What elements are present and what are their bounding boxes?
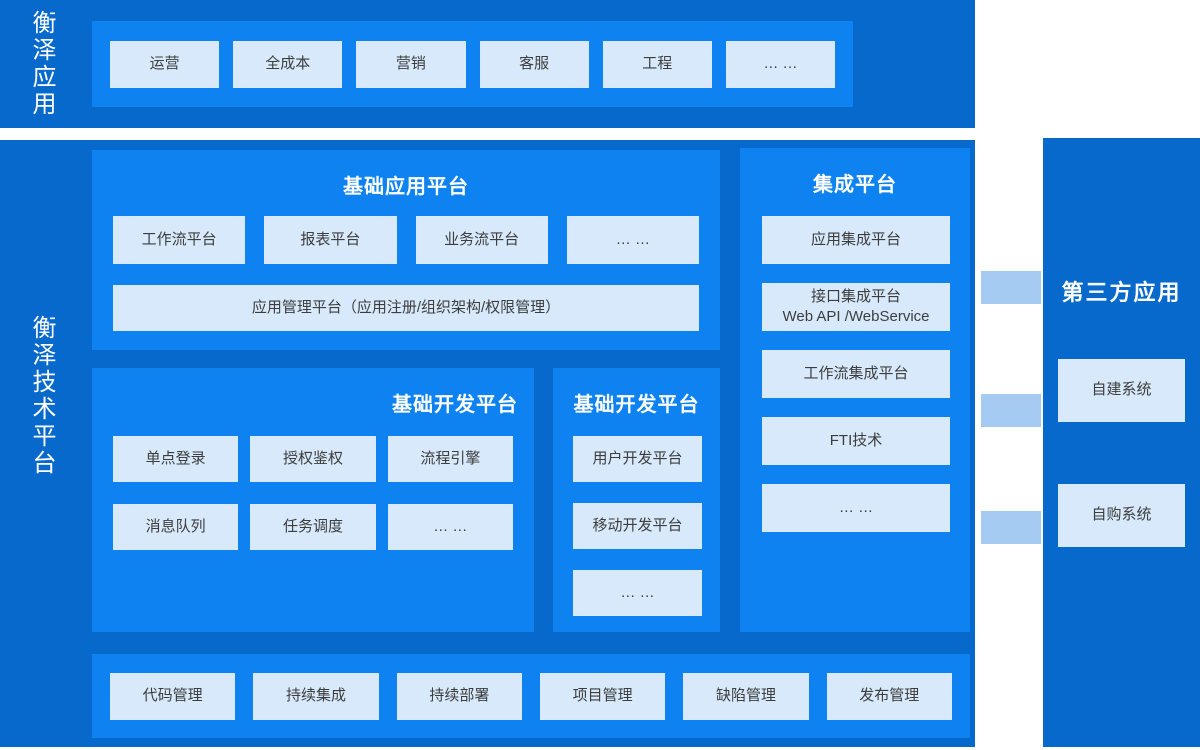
app-platform-row: 工作流平台 报表平台 业务流平台 … …	[92, 199, 720, 264]
app-box-marketing: 营销	[356, 40, 466, 88]
app-platform-title: 基础应用平台	[343, 176, 469, 198]
box-app-integration: 应用集成平台	[762, 216, 950, 264]
app-platform-panel: 基础应用平台 工作流平台 报表平台 业务流平台 … … 应用管理平台（应用注册/…	[92, 150, 720, 350]
box-auth: 授权鉴权	[250, 436, 376, 482]
box-dev-left-more: … …	[387, 504, 513, 550]
box-api-integration: 接口集成平台 Web API /WebService	[762, 283, 950, 331]
tech-band-label: 衡泽技术平台	[27, 315, 55, 477]
box-project-management: 项目管理	[539, 672, 666, 720]
integration-platform-title: 集成平台	[813, 174, 897, 196]
connector-block-bottom	[981, 511, 1041, 544]
box-message-queue: 消息队列	[113, 504, 239, 550]
box-continuous-integration: 持续集成	[253, 672, 379, 720]
box-release-management: 发布管理	[826, 672, 952, 720]
dev-platform-mid-panel: 基础开发平台 用户开发平台 移动开发平台 … …	[553, 368, 720, 632]
app-box-full-cost: 全成本	[233, 40, 343, 88]
box-workflow-integration: 工作流集成平台	[762, 350, 950, 398]
box-app-management-platform: 应用管理平台（应用注册/组织架构/权限管理）	[113, 285, 699, 331]
app-box-customer-service: 客服	[479, 40, 589, 88]
app-box-operations: 运营	[110, 40, 220, 88]
dev-platform-mid-title: 基础开发平台	[573, 394, 700, 416]
app-band-panel: 运营 全成本 营销 客服 工程 … …	[92, 21, 853, 107]
box-single-sign-on: 单点登录	[113, 436, 239, 482]
app-box-engineering: 工程	[602, 40, 712, 88]
dev-left-row-2: 消息队列 任务调度 … …	[92, 482, 534, 550]
box-process-engine: 流程引擎	[387, 436, 513, 482]
tech-band: 衡泽技术平台 基础应用平台 工作流平台 报表平台 业务流平台 … … 应用管理平…	[0, 140, 975, 747]
box-dev-mid-more: … …	[573, 570, 702, 616]
devops-bar-panel: 代码管理 持续集成 持续部署 项目管理 缺陷管理 发布管理	[92, 654, 970, 738]
app-band-label: 衡泽应用	[27, 10, 55, 118]
box-code-management: 代码管理	[110, 672, 236, 720]
box-defect-management: 缺陷管理	[683, 672, 809, 720]
box-task-scheduling: 任务调度	[250, 504, 376, 550]
box-integration-more: … …	[762, 484, 950, 532]
connector-block-top	[981, 271, 1041, 304]
connector-block-middle	[981, 394, 1041, 427]
integration-platform-panel: 集成平台 应用集成平台 接口集成平台 Web API /WebService 工…	[740, 148, 970, 632]
app-box-more: … …	[725, 40, 836, 88]
box-mobile-dev-platform: 移动开发平台	[573, 503, 702, 549]
box-purchased-system: 自购系统	[1058, 484, 1185, 547]
box-business-flow-platform: 业务流平台	[415, 216, 548, 264]
dev-platform-left-panel: 基础开发平台 单点登录 授权鉴权 流程引擎 消息队列 任务调度 … …	[92, 368, 534, 632]
third-party-band: 第三方应用 自建系统 自购系统	[1043, 138, 1200, 747]
box-self-built-system: 自建系统	[1058, 359, 1185, 422]
box-fti-technology: FTI技术	[762, 417, 950, 465]
dev-left-row-1: 单点登录 授权鉴权 流程引擎	[92, 417, 534, 482]
box-workflow-platform: 工作流平台	[113, 216, 246, 264]
box-report-platform: 报表平台	[264, 216, 397, 264]
box-app-platform-more: … …	[566, 216, 699, 264]
app-band: 衡泽应用 运营 全成本 营销 客服 工程 … …	[0, 0, 975, 128]
dev-platform-left-title: 基础开发平台	[392, 394, 518, 416]
box-user-dev-platform: 用户开发平台	[573, 436, 702, 482]
third-party-title: 第三方应用	[1061, 280, 1182, 305]
box-continuous-deployment: 持续部署	[396, 672, 522, 720]
